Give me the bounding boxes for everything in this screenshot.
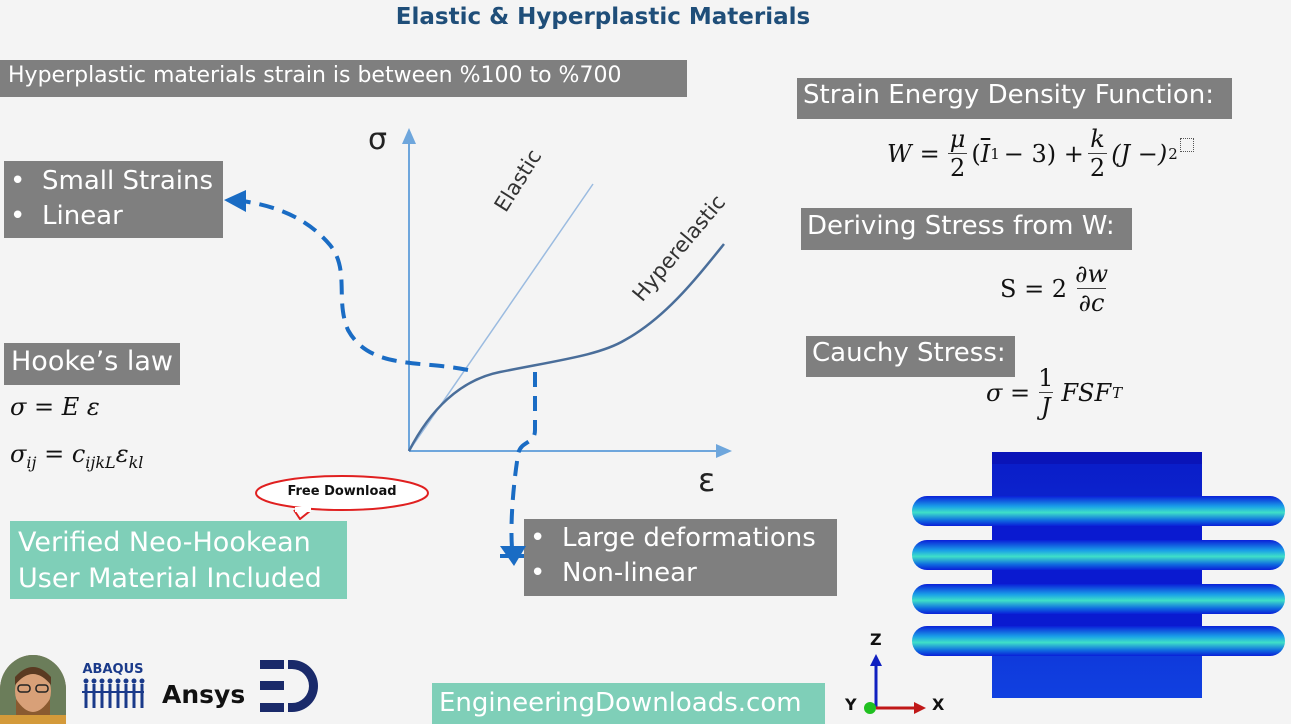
bellows-fea-model (912, 452, 1285, 698)
triad-x-label: X (932, 695, 945, 714)
non-linear-item: Non-linear (524, 556, 837, 591)
x-axis-label: ε (698, 461, 716, 499)
abaqus-logo-text: ABAQUS (82, 662, 144, 677)
strain-note-box: Hyperplastic materials strain is between… (0, 60, 687, 97)
y-axis-arrowhead (402, 128, 416, 144)
free-download-bubble-shape (255, 475, 429, 520)
hyperelastic-label: Hyperelastic (627, 190, 731, 306)
x-axis-arrowhead (716, 444, 732, 458)
ansys-logo-text: Ansys (162, 680, 246, 709)
placeholder-box-icon (1179, 137, 1194, 152)
linear-item: Linear (4, 199, 223, 234)
strain-energy-heading: Strain Energy Density Function: (797, 78, 1232, 119)
avatar (0, 655, 66, 724)
elastic-line (408, 183, 594, 452)
website-link[interactable]: EngineeringDownloads.com (432, 683, 825, 724)
engineering-downloads-logo-icon (260, 660, 318, 712)
large-deformations-box: Large deformations Non-linear (524, 519, 837, 596)
small-strains-arrowhead (224, 190, 246, 212)
small-strains-box: Small Strains Linear (4, 161, 223, 238)
ansys-logo: Ansys (162, 680, 245, 709)
abaqus-logo: ABAQUS (80, 662, 146, 715)
cauchy-stress-heading: Cauchy Stress: (806, 336, 1015, 377)
verified-line-2: User Material Included (18, 563, 322, 594)
deriving-stress-heading: Deriving Stress from W: (801, 208, 1132, 250)
verified-material-box: Verified Neo-Hookean User Material Inclu… (10, 521, 347, 599)
small-strains-dashed-arrow (241, 199, 469, 372)
hookes-law-heading-text: Hooke’s law (11, 346, 173, 377)
deriving-stress-equation: S = 2 ∂w∂c (1000, 260, 1109, 317)
triad-z-label: Z (870, 630, 882, 649)
free-download-link[interactable]: Free Download (287, 484, 397, 499)
y-axis-label: σ (368, 122, 388, 157)
verified-line-1: Verified Neo-Hookean (18, 527, 311, 558)
abaqus-figures-icon (82, 678, 145, 708)
elastic-label: Elastic (489, 145, 547, 216)
page-title: Elastic & Hyperplastic Materials (395, 4, 811, 30)
coordinate-triad (864, 654, 926, 714)
hookes-law-heading: Hooke’s law (4, 343, 180, 385)
small-strains-item: Small Strains (4, 164, 223, 199)
large-deformations-item: Large deformations (524, 521, 837, 556)
hooke-equation-2: σij = cijkLεkl (10, 440, 144, 472)
large-deformations-arrowhead (500, 546, 526, 566)
strain-note-text: Hyperplastic materials strain is between… (8, 63, 622, 88)
hooke-equation-1: σ = E ε (10, 393, 100, 421)
hyperelastic-curve (407, 243, 725, 452)
triad-y-label: Y (845, 695, 857, 714)
